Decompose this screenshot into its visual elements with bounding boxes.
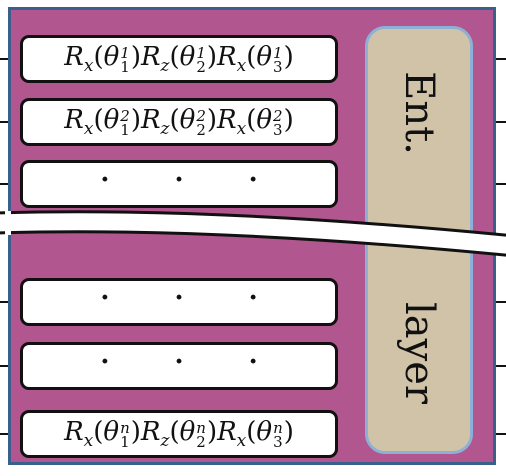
rotation-axis: z — [160, 431, 170, 452]
qubit-index: 2 — [273, 106, 283, 125]
theta-symbol: θ — [256, 104, 273, 135]
rotation-axis: x — [83, 56, 94, 77]
param-index: 2 — [196, 57, 206, 76]
rotation-axis: x — [83, 119, 94, 140]
rotation-operator: R — [217, 416, 237, 447]
rotation-axis: x — [83, 431, 94, 452]
ellipsis-dots: · · · — [100, 347, 286, 377]
rotation-axis: x — [236, 56, 247, 77]
qubit-index: n — [120, 418, 130, 437]
param-index: 2 — [196, 120, 206, 139]
theta-symbol: θ — [179, 104, 196, 135]
param-index: 2 — [196, 432, 206, 451]
gate-ellipsis: · · · — [20, 278, 338, 326]
param-index: 1 — [120, 120, 130, 139]
rotation-operator: R — [64, 41, 84, 72]
param-index: 3 — [273, 432, 283, 451]
gate-ellipsis: · · · — [20, 342, 338, 390]
qubit-index: n — [196, 418, 206, 437]
qubit-index: 1 — [196, 43, 206, 62]
rotation-operator: R — [140, 104, 161, 135]
gate-ellipsis: · · · — [20, 160, 338, 208]
qubit-index: n — [273, 418, 283, 437]
param-index: 1 — [120, 432, 130, 451]
theta-symbol: θ — [103, 41, 120, 72]
theta-symbol: θ — [103, 416, 120, 447]
ellipsis-dots: · · · — [100, 165, 286, 195]
rotation-operator: R — [64, 416, 84, 447]
omission-cut-band — [0, 210, 506, 257]
theta-symbol: θ — [179, 416, 196, 447]
rotation-operator: R — [140, 416, 161, 447]
theta-symbol: θ — [179, 41, 196, 72]
rotation-operator: R — [140, 41, 161, 72]
theta-symbol: θ — [103, 104, 120, 135]
param-index: 1 — [120, 57, 130, 76]
rotation-axis: z — [160, 119, 170, 140]
rotation-axis: z — [160, 56, 170, 77]
param-index: 3 — [273, 120, 283, 139]
param-index: 3 — [273, 57, 283, 76]
rotation-operator: R — [217, 104, 237, 135]
ellipsis-dots: · · · — [100, 283, 286, 313]
rotation-operator: R — [217, 41, 237, 72]
qubit-index: 2 — [120, 106, 130, 125]
rotation-operator: R — [64, 104, 84, 135]
qubit-index: 1 — [273, 43, 283, 62]
theta-symbol: θ — [256, 41, 273, 72]
theta-symbol: θ — [256, 416, 273, 447]
rotation-axis: x — [236, 119, 247, 140]
qubit-index: 1 — [120, 43, 130, 62]
qubit-index: 2 — [196, 106, 206, 125]
rotation-axis: x — [236, 431, 247, 452]
